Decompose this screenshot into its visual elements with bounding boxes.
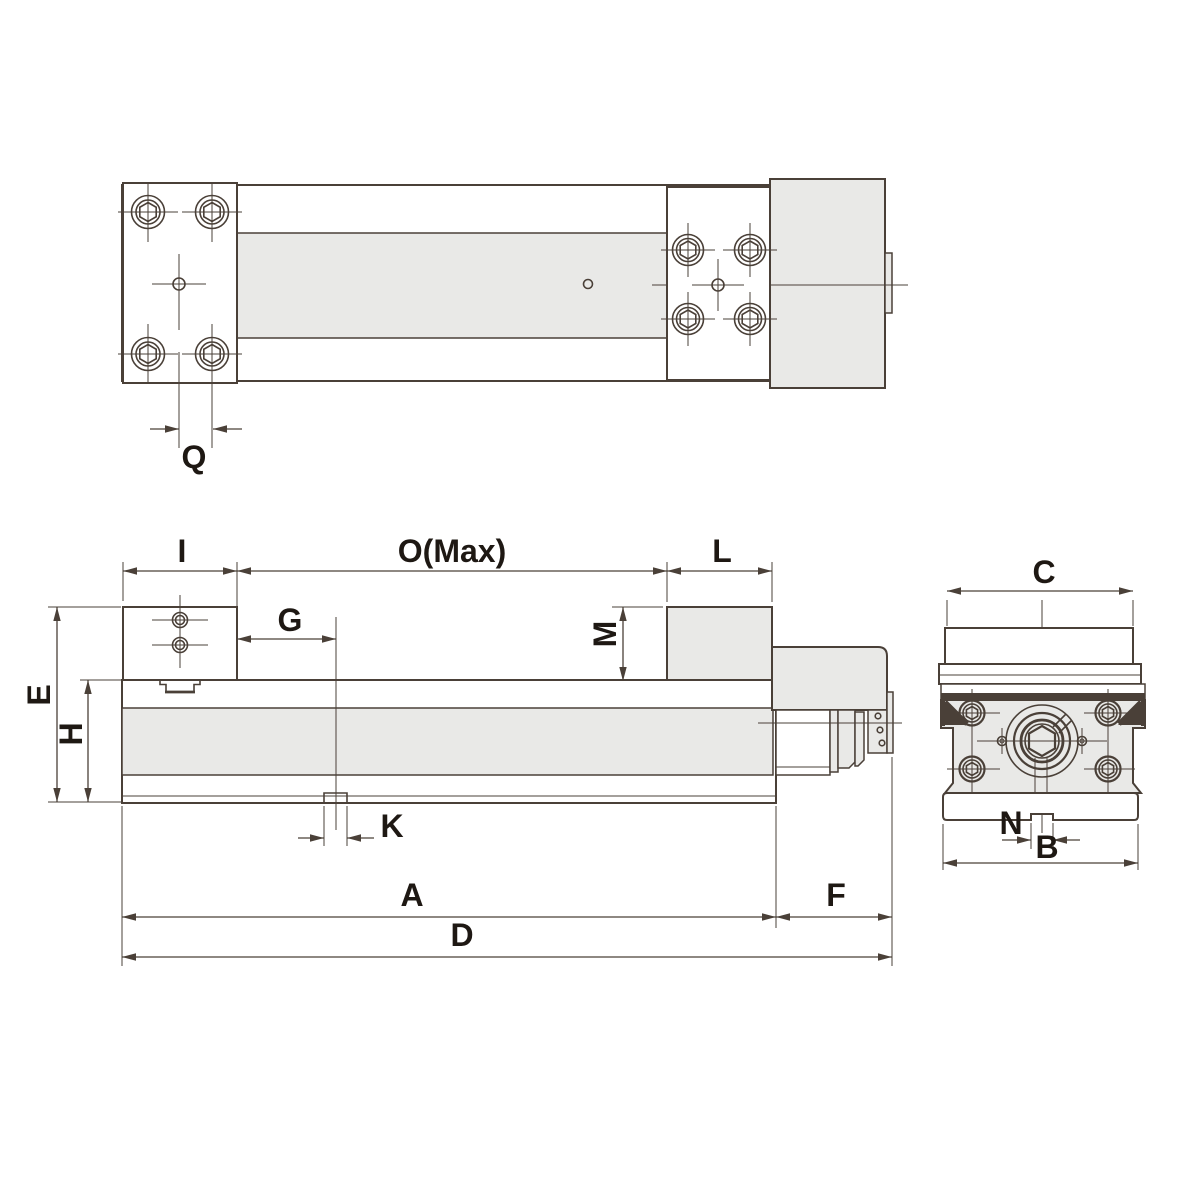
dim-label-o-max: O(Max) xyxy=(398,533,506,569)
top-view: Q xyxy=(117,178,908,475)
rail-hole xyxy=(582,278,594,290)
dim-k: K xyxy=(298,806,404,846)
screw-collar xyxy=(837,709,856,769)
dim-label-c: C xyxy=(1032,554,1055,590)
dim-b: B xyxy=(942,824,1139,870)
dim-label-l: L xyxy=(712,533,732,569)
dim-label-e: E xyxy=(21,684,57,705)
dim-label-b: B xyxy=(1035,829,1058,865)
dim-chain-top: I O(Max) L xyxy=(122,533,773,644)
dim-label-m: M xyxy=(587,621,623,648)
dim-label-q: Q xyxy=(182,439,207,475)
end-view: C N B xyxy=(938,554,1146,870)
jaw-cap-end xyxy=(938,663,1142,685)
screw-collar xyxy=(854,711,865,767)
fixed-jaw-plate-top xyxy=(122,182,238,384)
dim-m: M xyxy=(587,606,663,681)
dim-label-d: D xyxy=(450,917,473,953)
dim-label-g: G xyxy=(278,602,303,638)
base-flange-end xyxy=(942,792,1139,821)
bed-slideway-side xyxy=(121,707,774,776)
dim-label-f: F xyxy=(826,877,846,913)
screw-end-top xyxy=(884,252,893,314)
dim-label-n: N xyxy=(999,805,1022,841)
dim-n: N xyxy=(999,805,1080,849)
dim-e: E xyxy=(21,606,121,803)
side-view: I O(Max) L G M E H xyxy=(21,533,902,966)
dim-h: H xyxy=(53,679,121,802)
jaw-plate-end xyxy=(944,627,1134,665)
screw-collar xyxy=(829,709,839,773)
rear-bracket-side xyxy=(771,646,888,711)
rear-block-top xyxy=(769,178,886,389)
dim-label-i: I xyxy=(178,533,187,569)
dim-label-k: K xyxy=(380,808,403,844)
dim-label-a: A xyxy=(400,877,423,913)
dim-c: C xyxy=(946,554,1134,626)
dim-q: Q xyxy=(150,425,242,475)
rail-slideway xyxy=(236,232,668,339)
dim-label-h: H xyxy=(53,722,89,745)
dim-bottom: A F D xyxy=(121,757,893,966)
guide-key xyxy=(323,792,348,803)
dim-g: G xyxy=(237,602,336,643)
movable-jaw-side xyxy=(666,606,773,681)
bed-end-wall xyxy=(775,709,831,776)
